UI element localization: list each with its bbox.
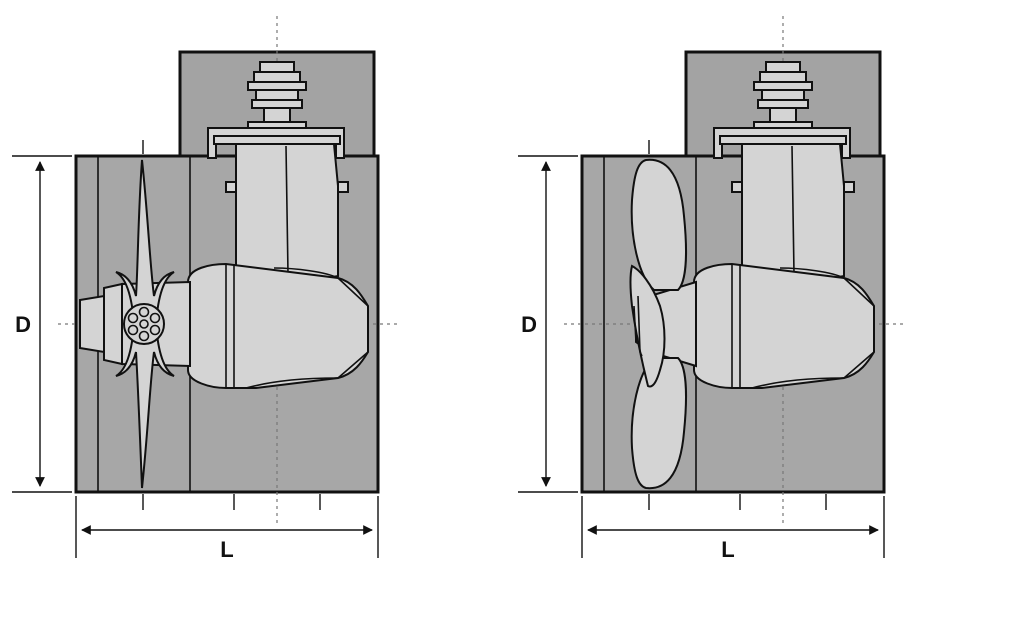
height-label-left: D bbox=[15, 312, 31, 337]
diagram-right: D L bbox=[518, 14, 907, 562]
diagram-left: D L bbox=[12, 14, 401, 562]
length-label-left: L bbox=[220, 537, 233, 562]
propeller-four-blade bbox=[629, 158, 687, 490]
length-label-right: L bbox=[721, 537, 734, 562]
height-label-right: D bbox=[521, 312, 537, 337]
